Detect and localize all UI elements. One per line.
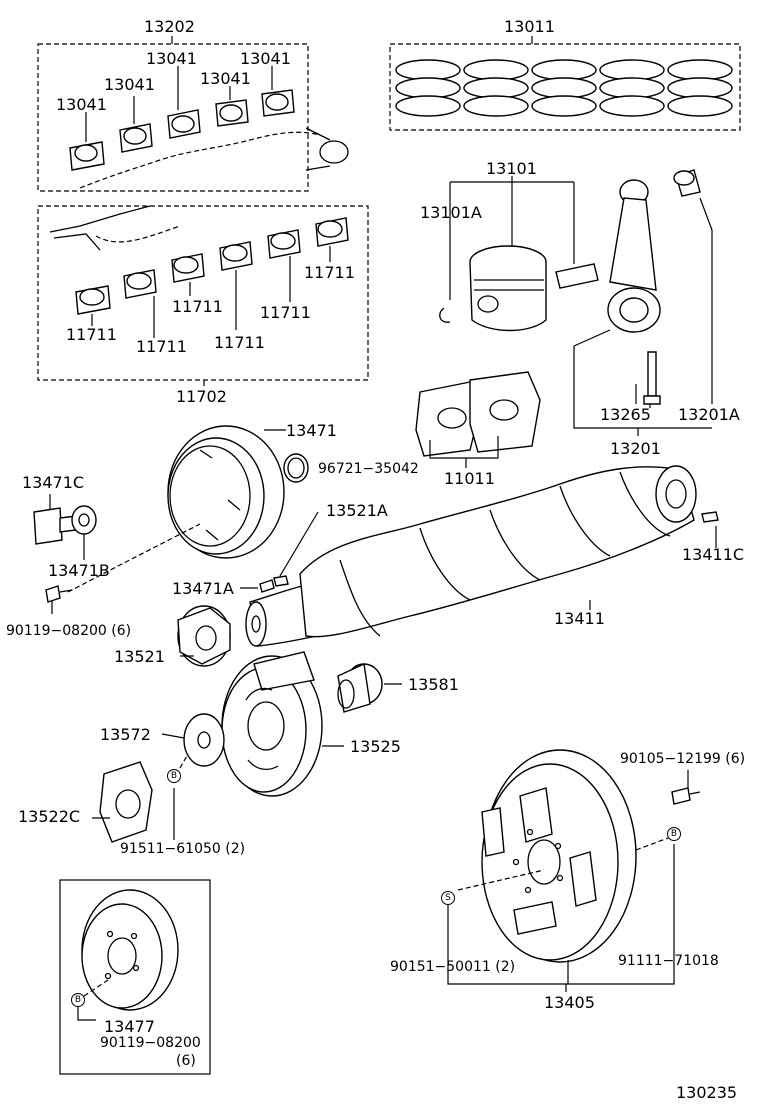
label-91111-71018: 91111−71018 [618,953,719,969]
label-13201A: 13201A [678,405,740,424]
label-13521: 13521 [114,647,165,666]
label-13041: 13041 [104,75,155,94]
collar [337,662,402,713]
label-90119-08200: 90119−08200 (6) [6,623,132,639]
label-13411: 13411 [554,609,605,628]
inset-drive-plate [59,879,211,1075]
label-13477: 13477 [104,1017,155,1036]
label-90151-50011: 90151−50011 (2) [390,959,516,975]
marker-b-icon: B [667,827,681,841]
label-13041: 13041 [146,49,197,68]
label-91511-61050: 91511−61050 (2) [120,841,246,857]
label-13041: 13041 [56,95,107,114]
label-90119-08200-inset: 90119−08200 [100,1035,201,1051]
label-13101A: 13101A [420,203,482,222]
label-13265: 13265 [600,405,651,424]
thrust-washer-group [415,371,541,468]
label-11702: 11702 [176,387,227,406]
marker-b-icon: B [167,769,181,783]
key-pieces [240,511,319,593]
label-11711: 11711 [66,325,117,344]
label-11711: 11711 [304,263,355,282]
damper-pulley [221,651,344,797]
crank-gear [92,761,175,843]
diagram-id: 130235 [676,1083,738,1102]
label-13471: 13471 [286,421,337,440]
flywheel [447,749,701,992]
marker-b-icon: B [71,993,85,1007]
sensor-plate [161,713,225,783]
label-11711: 11711 [214,333,265,352]
pulley-bolt-group [33,494,201,614]
label-96721-35042: 96721−35042 [318,461,419,477]
lower-bearing-group [37,205,369,386]
label-13471A: 13471A [172,579,234,598]
piston-rings-group [389,36,741,131]
label-13525: 13525 [350,737,401,756]
label-13521A: 13521A [326,501,388,520]
label-13202: 13202 [144,17,195,36]
label-13471B: 13471B [48,561,110,580]
piston-rod-group [439,169,713,436]
label-13522C: 13522C [18,807,81,826]
crank-pulley [167,425,309,559]
upper-bearing-group [37,36,349,192]
label-11711: 11711 [260,303,311,322]
label-13411C: 13411C [682,545,745,564]
label-11711: 11711 [172,297,223,316]
label-13572: 13572 [100,725,151,744]
label-13201: 13201 [610,439,661,458]
label-11011: 11011 [444,469,495,488]
label-13581: 13581 [408,675,459,694]
label-13471C: 13471C [22,473,85,492]
label-13011: 13011 [504,17,555,36]
label-13041: 13041 [200,69,251,88]
timing-gear [177,605,231,667]
label-13041: 13041 [240,49,291,68]
marker-s-icon: S [441,891,455,905]
label-90105-12199: 90105−12199 (6) [620,751,746,767]
label-11711: 11711 [136,337,187,356]
label-13101: 13101 [486,159,537,178]
label-13405: 13405 [544,993,595,1012]
label-qty-6: (6) [176,1053,196,1069]
crankshaft [245,465,719,647]
